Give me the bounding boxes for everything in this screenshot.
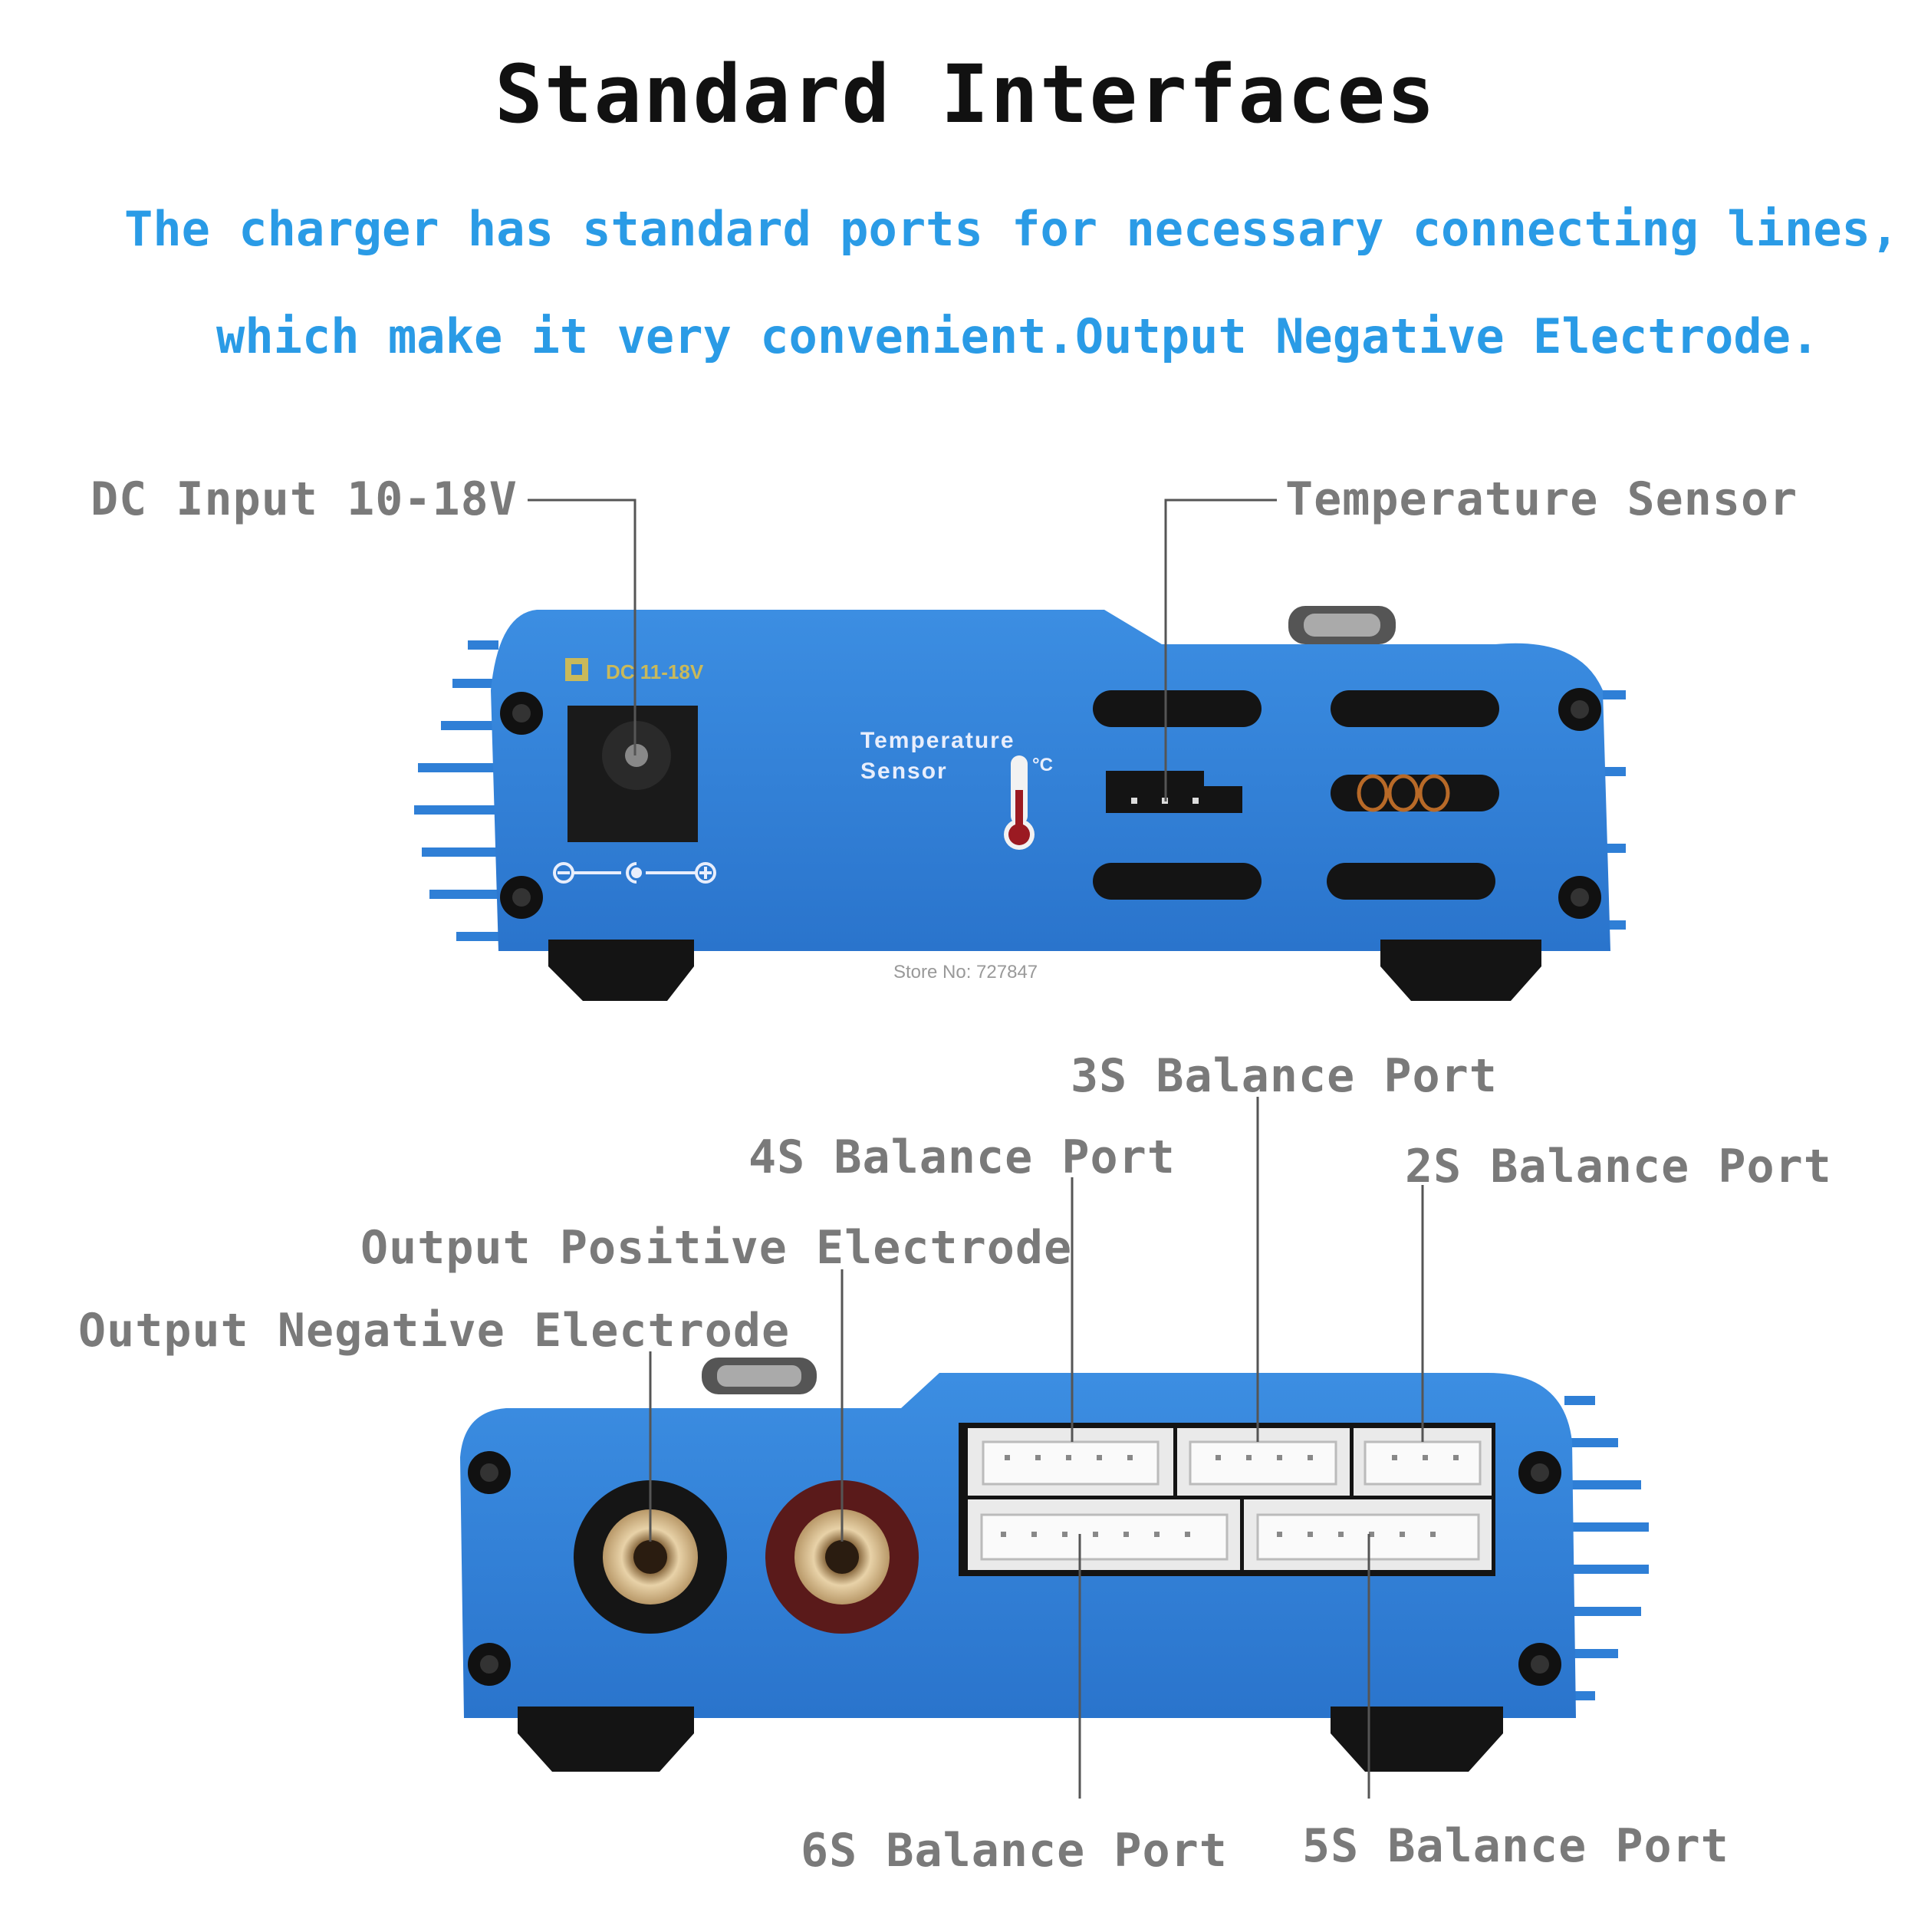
- rubber-foot: [518, 1707, 694, 1772]
- bottom-charger-face: [460, 1358, 1649, 1772]
- output-negative-label: Output Negative Electrode: [78, 1304, 791, 1358]
- output-negative-terminal[interactable]: [574, 1480, 727, 1634]
- balance-port-2s[interactable]: [1354, 1428, 1492, 1496]
- output-positive-terminal[interactable]: [765, 1480, 919, 1634]
- printed-temperature: Temperature: [860, 728, 1015, 753]
- vent-slot: [1331, 690, 1499, 727]
- printed-celsius: °C: [1032, 755, 1053, 775]
- screw-icon: [468, 1451, 511, 1494]
- vent-slot: [1093, 863, 1262, 900]
- temperature-sensor-port[interactable]: [1106, 771, 1242, 813]
- balance-port-6s-label: 6S Balance Port: [801, 1824, 1228, 1878]
- subtitle-line-2: which make it very convenient.Output Neg…: [216, 308, 1820, 364]
- screw-icon: [1558, 688, 1601, 731]
- rubber-foot: [548, 940, 694, 1001]
- printed-sensor: Sensor: [860, 759, 948, 784]
- balance-port-2s-label: 2S Balance Port: [1405, 1140, 1832, 1193]
- balance-port-6s[interactable]: [968, 1499, 1240, 1570]
- balance-port-3s[interactable]: [1177, 1428, 1350, 1496]
- vent-slot: [1093, 690, 1262, 727]
- screw-icon: [500, 692, 543, 735]
- top-left-fins: [414, 640, 498, 941]
- bottom-right-fins: [1564, 1396, 1649, 1700]
- balance-port-3s-label: 3S Balance Port: [1071, 1049, 1498, 1103]
- balance-port-5s-label: 5S Balance Port: [1302, 1819, 1729, 1873]
- screw-icon: [1518, 1643, 1561, 1686]
- dc-input-label: DC Input 10-18V: [90, 472, 518, 526]
- rubber-foot: [1331, 1707, 1503, 1772]
- top-charger-face: DC 11-18V Temperature Sensor °C: [414, 606, 1626, 1001]
- screw-icon: [500, 876, 543, 919]
- temperature-sensor-label: Temperature Sensor: [1285, 472, 1798, 526]
- vent-slot: [1327, 863, 1495, 900]
- screw-icon: [1558, 876, 1601, 919]
- thermometer-icon: [1004, 755, 1035, 850]
- leader-lines-top: [528, 499, 1277, 801]
- subtitle-line-1: The charger has standard ports for neces…: [124, 201, 1900, 257]
- vent-slot: [1331, 775, 1499, 811]
- screw-icon: [468, 1643, 511, 1686]
- printed-dc-rating: DC 11-18V: [606, 660, 704, 683]
- rubber-foot: [1380, 940, 1541, 1001]
- leader-lines-bottom: [649, 1097, 1424, 1799]
- balance-port-4s[interactable]: [968, 1428, 1173, 1496]
- balance-port-4s-label: 4S Balance Port: [748, 1131, 1176, 1184]
- output-positive-label: Output Positive Electrode: [360, 1221, 1073, 1275]
- screw-icon: [1518, 1451, 1561, 1494]
- top-right-fins: [1603, 690, 1626, 930]
- page-title: Standard Interfaces: [495, 48, 1436, 141]
- store-number: Store No: 727847: [893, 962, 1038, 982]
- polarity-icon: [553, 862, 716, 884]
